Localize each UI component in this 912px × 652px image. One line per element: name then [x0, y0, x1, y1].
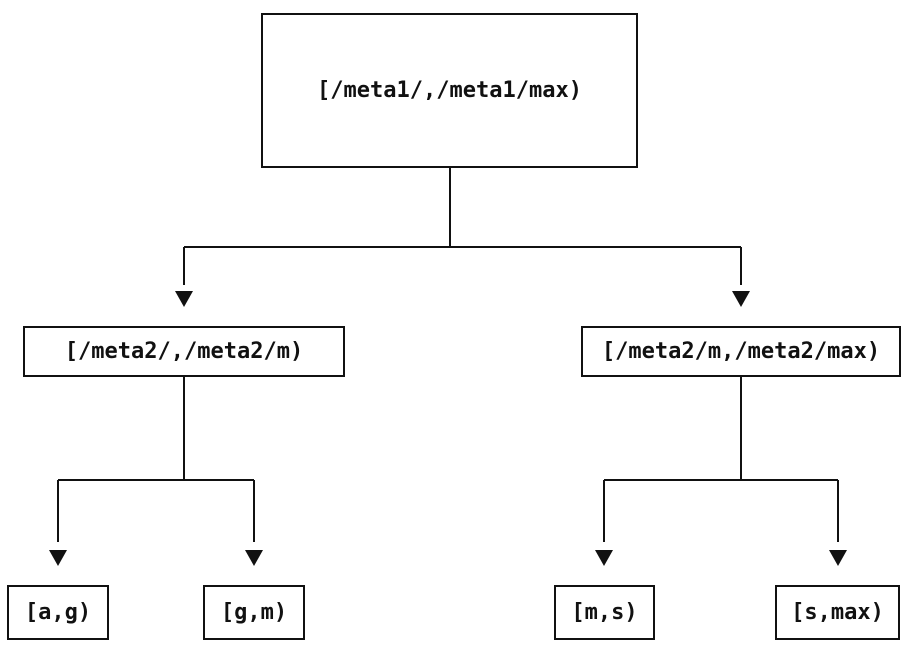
node-level2-left-interval: [/meta2/,/meta2/m): [23, 326, 345, 377]
node-root-interval: [/meta1/,/meta1/max): [261, 13, 638, 168]
arrowhead-to-leaf-ms: [595, 550, 613, 566]
node-level2-right-interval: [/meta2/m,/meta2/max): [581, 326, 901, 377]
node-leaf-gm-interval: [g,m): [203, 585, 305, 640]
arrowhead-to-leaf-ag: [49, 550, 67, 566]
arrowhead-to-level2-left: [175, 291, 193, 307]
node-leaf-ms-interval: [m,s): [554, 585, 655, 640]
node-leaf-ag-interval: [a,g): [7, 585, 109, 640]
arrowhead-to-leaf-gm: [245, 550, 263, 566]
arrowhead-to-leaf-smax: [829, 550, 847, 566]
node-leaf-smax-interval: [s,max): [775, 585, 900, 640]
arrowhead-to-level2-right: [732, 291, 750, 307]
